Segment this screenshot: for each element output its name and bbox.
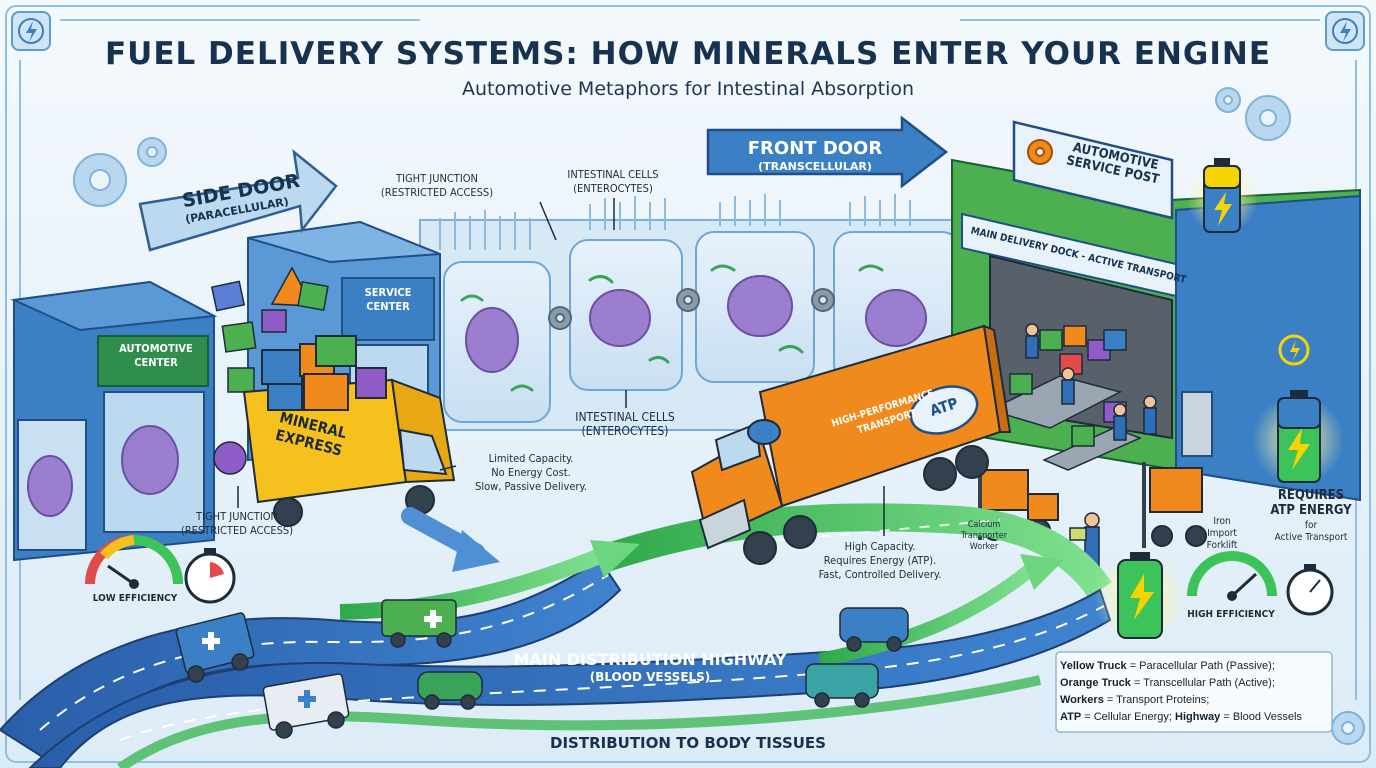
bolt-icon	[1325, 11, 1365, 51]
passive-path-arrow	[401, 507, 500, 572]
legend-key: Workers	[1060, 694, 1104, 706]
service-center-sign: SERVICE CENTER	[364, 286, 412, 313]
orange-truck	[690, 324, 1012, 565]
atp-badge	[909, 385, 979, 435]
atp-requirement-main: REQUIRES ATP ENERGY	[1270, 488, 1352, 518]
legend-key: Yellow Truck	[1060, 660, 1127, 672]
page-subtitle: Automotive Metaphors for Intestinal Abso…	[461, 78, 915, 100]
active-path-road-arrow	[595, 503, 1112, 599]
legend-row: ATP = Cellular Energy; Highway = Blood V…	[1060, 709, 1330, 726]
gear-icon	[548, 288, 835, 330]
highway-arrow	[339, 540, 1064, 667]
legend-text: = Paracellular Path (Passive);	[1126, 660, 1275, 672]
legend-key: ATP	[1060, 711, 1082, 723]
stopwatch-icon	[1286, 564, 1334, 616]
gear-icon	[1027, 139, 1053, 165]
front-door-sub: (TRANSCELLULAR)	[758, 160, 872, 173]
circuit-frame	[5, 5, 1371, 763]
legend-row: Orange Truck = Transcellular Path (Activ…	[1060, 675, 1330, 692]
tight-junction-top-label: TIGHT JUNCTION (RESTRICTED ACCESS)	[380, 172, 494, 199]
medical-cross-icon	[202, 610, 442, 708]
legend-key: Highway	[1175, 711, 1221, 723]
side-door-arrow	[138, 148, 338, 252]
legend-row: Workers = Transport Proteins;	[1060, 692, 1330, 709]
passive-note: Limited Capacity. No Energy Cost. Slow, …	[475, 452, 587, 493]
battery-icon	[1094, 552, 1186, 644]
battery-icon	[1252, 334, 1344, 486]
high-efficiency-gauge	[1187, 551, 1277, 601]
mineral-cubes	[210, 266, 329, 475]
enterocytes-bottom-label: INTESTINAL CELLS (ENTEROCYTES)	[575, 410, 675, 438]
stopwatch-icon	[184, 548, 236, 604]
pointer-lines	[237, 198, 885, 536]
legend-key: Orange Truck	[1060, 677, 1131, 689]
legend: Yellow Truck = Paracellular Path (Passiv…	[1060, 658, 1330, 726]
worker-label: Calcium Transporter Worker	[960, 520, 1008, 552]
legend-text: = Transcellular Path (Active);	[1130, 677, 1275, 689]
enterocytes-top-label: INTESTINAL CELLS (ENTEROCYTES)	[567, 168, 659, 195]
low-efficiency-gauge	[85, 535, 183, 589]
front-door-arrow	[706, 115, 949, 189]
low-efficiency-label: LOW EFFICIENCY	[92, 593, 178, 604]
legend-text: = Cellular Energy;	[1081, 711, 1176, 723]
legend-text: = Blood Vessels	[1220, 711, 1302, 723]
highway-label: MAIN DISTRIBUTION HIGHWAY	[513, 650, 787, 669]
high-efficiency-label: HIGH EFFICIENCY	[1187, 609, 1275, 620]
highway-road	[0, 558, 1112, 768]
front-door-label: FRONT DOOR	[747, 138, 883, 159]
forklift-label: Iron Import Forklift	[1206, 516, 1238, 551]
intestinal-cell-wall	[419, 194, 981, 431]
legend-row: Yellow Truck = Paracellular Path (Passiv…	[1060, 658, 1330, 675]
transport-workers	[1025, 323, 1157, 568]
automotive-center-sign: AUTOMOTIVE CENTER	[119, 342, 193, 369]
automotive-center-building	[10, 280, 218, 562]
forklift	[1142, 462, 1207, 548]
page-title: FUEL DELIVERY SYSTEMS: HOW MINERALS ENTE…	[104, 36, 1272, 72]
highway-sub: (BLOOD VESSELS)	[589, 670, 711, 684]
yellow-truck	[242, 335, 456, 527]
bottom-label: DISTRIBUTION TO BODY TISSUES	[550, 734, 826, 752]
atp-requirement-sub: for Active Transport	[1274, 520, 1348, 543]
active-note: High Capacity. Requires Energy (ATP). Fa…	[818, 540, 942, 581]
tight-junction-bottom-label: TIGHT JUNCTION (RESTRICTED ACCESS)	[180, 510, 294, 537]
battery-icon	[1186, 158, 1258, 234]
bolt-icon	[11, 11, 51, 51]
legend-text: = Transport Proteins;	[1103, 694, 1210, 706]
legend-box	[1055, 651, 1333, 733]
